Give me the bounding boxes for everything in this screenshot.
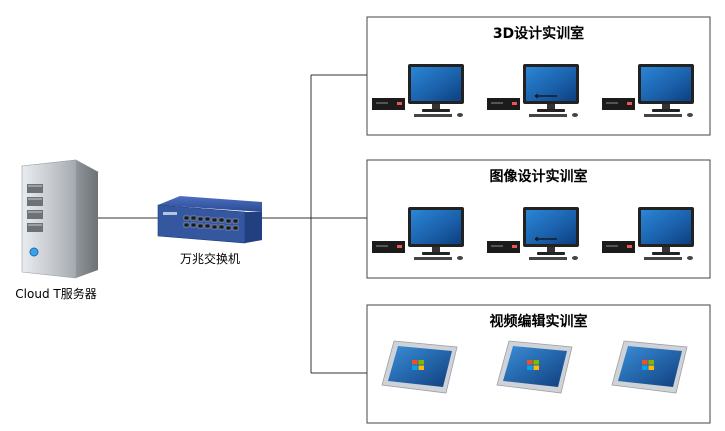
tablet-icon bbox=[381, 340, 458, 394]
room-video-editing: 视频编辑实训室 bbox=[366, 304, 711, 424]
desktop-computer-icon bbox=[487, 64, 579, 117]
room-title: 图像设计实训室 bbox=[490, 168, 588, 185]
room-title: 3D设计实训室 bbox=[493, 25, 584, 42]
room-title: 视频编辑实训室 bbox=[490, 313, 588, 330]
switch-label: 万兆交换机 bbox=[180, 251, 240, 266]
server-label: Cloud T服务器 bbox=[15, 286, 96, 301]
switch-icon bbox=[157, 196, 262, 244]
desktop-computer-icon bbox=[602, 64, 694, 117]
desktop-computer-icon bbox=[602, 207, 694, 260]
switch-ports bbox=[183, 215, 239, 231]
tablet-icon bbox=[496, 340, 573, 394]
desktop-computer-icon bbox=[372, 207, 464, 260]
room-3d-design: 3D设计实训室 bbox=[366, 16, 711, 136]
server-icon bbox=[21, 159, 99, 279]
room-image-design: 图像设计实训室 bbox=[366, 159, 711, 279]
tablet-icon bbox=[611, 340, 688, 394]
connections bbox=[98, 74, 367, 374]
desktop-computer-icon bbox=[487, 207, 579, 260]
desktop-computer-icon bbox=[372, 64, 464, 117]
